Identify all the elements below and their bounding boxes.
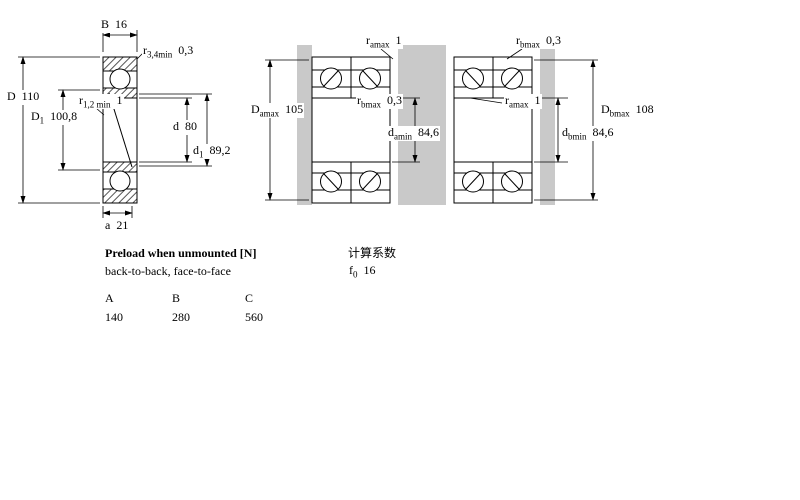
back-to-back-figure [265, 45, 446, 205]
preload-column-header-B: B [172, 291, 181, 305]
dim-symbol: d [193, 143, 199, 157]
dim-symbol: D [251, 102, 260, 116]
face-to-face-figure [453, 45, 598, 205]
dim-label-damin: damin 84,6 [387, 125, 440, 142]
calculation-factor-f0: f0 16 [348, 263, 377, 280]
dim-value: 110 [21, 89, 40, 103]
dim-label-D: D 110 [6, 89, 41, 106]
calculation-factor-label: 计算系数 [348, 246, 397, 260]
housing-shoulder [540, 45, 555, 205]
dim-value: 89,2 [209, 143, 231, 157]
dim-value: 16 [363, 263, 376, 277]
dim-symbol: f [349, 263, 353, 277]
dim-symbol: r [357, 93, 361, 107]
dim-subscript: bmax [361, 99, 381, 110]
dim-symbol: D [7, 89, 16, 103]
dim-subscript: 3,4min [147, 49, 173, 60]
dim-subscript: bmax [520, 39, 540, 50]
dim-label-Damax: Damax 105 [250, 102, 305, 119]
dim-subscript: bmax [609, 108, 630, 119]
dim-subscript: amax [509, 99, 529, 110]
dim-subscript: amax [259, 108, 280, 119]
dim-subscript: 1,2 min [83, 99, 111, 110]
dim-value: 108 [635, 102, 654, 116]
dim-label-d1: d1 89,2 [192, 143, 232, 160]
dim-value: 0,3 [546, 33, 561, 47]
preload-column-header-A: A [105, 291, 114, 305]
dim-subscript: 0 [353, 269, 358, 280]
preload-value-C: 560 [245, 310, 263, 324]
preload-value-A: 140 [105, 310, 123, 324]
preload-title: Preload when unmounted [N] [105, 246, 257, 260]
dim-value: 100,8 [50, 109, 78, 123]
dim-symbol: B [101, 17, 110, 31]
dim-subscript: amin [394, 131, 412, 142]
dim-value: 16 [115, 17, 128, 31]
shaft-shoulder [398, 45, 446, 205]
single-bearing-figure [102, 56, 138, 204]
dim-subscript: 1 [39, 115, 45, 126]
preload-column-header-C: C [245, 291, 254, 305]
dim-label-rbmax-ff: rbmax 0,3 [515, 33, 562, 50]
dim-subscript: bmin [568, 131, 587, 142]
dim-value: 0,3 [178, 43, 194, 57]
dim-label-B: B 16 [100, 17, 129, 34]
dim-symbol: r [505, 93, 509, 107]
dim-value: 105 [285, 102, 304, 116]
dim-value: 1 [116, 93, 123, 107]
dim-value: 84,6 [592, 125, 614, 139]
dim-value: 0,3 [387, 93, 402, 107]
preload-subtitle: back-to-back, face-to-face [105, 264, 231, 278]
dim-symbol: r [143, 43, 147, 57]
dim-symbol: d [388, 125, 394, 139]
dim-label-ramax-bb: ramax 1 [365, 33, 403, 50]
dim-value: 1 [395, 33, 402, 47]
dim-value: 84,6 [418, 125, 439, 139]
dim-symbol: r [516, 33, 520, 47]
dim-subscript: amax [370, 39, 390, 50]
ball-top [109, 68, 131, 90]
dim-label-rbmax-bb: rbmax 0,3 [356, 93, 403, 110]
dim-symbol: r [79, 93, 83, 107]
dim-symbol: a [105, 218, 111, 232]
dim-label-ramax-ff: ramax 1 [504, 93, 542, 110]
dim-label-D1: D1 100,8 [30, 109, 79, 126]
dim-label-r12: r1,2 min 1 [78, 93, 124, 110]
dim-symbol: D [601, 102, 610, 116]
dim-value: 1 [534, 93, 541, 107]
dim-symbol: r [366, 33, 370, 47]
dim-label-r34: r3,4min 0,3 [142, 43, 195, 60]
dim-symbol: d [173, 119, 179, 133]
dim-symbol: d [562, 125, 568, 139]
dim-label-dbmin: dbmin 84,6 [561, 125, 615, 142]
housing-shoulder [297, 45, 312, 205]
dim-label-Dbmax: Dbmax 108 [600, 102, 655, 119]
dim-subscript: 1 [199, 149, 204, 160]
preload-value-B: 280 [172, 310, 190, 324]
dim-label-d: d 80 [172, 119, 198, 136]
ball-bottom [109, 170, 131, 192]
dim-symbol: D [31, 109, 40, 123]
dim-value: 80 [185, 119, 197, 133]
dim-value: 21 [116, 218, 129, 232]
dim-label-a: a 21 [104, 218, 130, 235]
